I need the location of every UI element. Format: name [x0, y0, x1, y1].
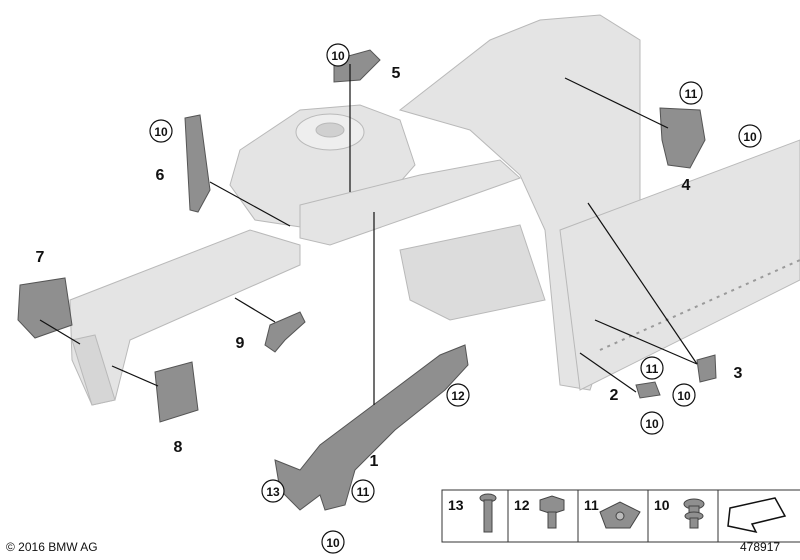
- legend-13: 13: [448, 497, 464, 513]
- legend-12: 12: [514, 497, 530, 513]
- fastener-legend: 13 12 11 10: [441, 489, 800, 543]
- strut-tower-hole: [315, 122, 345, 138]
- part-7-plate: [17, 277, 73, 339]
- part-1-bracket: [274, 344, 469, 511]
- clip-nut-icon: [599, 501, 641, 529]
- svg-text:10: 10: [743, 130, 757, 144]
- svg-text:10: 10: [645, 417, 659, 431]
- callout-4: 4: [682, 177, 691, 194]
- callout-1: 1: [370, 453, 379, 470]
- parts: [17, 49, 717, 511]
- leader-3a: [587, 202, 698, 365]
- floor-area: [399, 224, 546, 321]
- part-8-plate: [154, 361, 199, 423]
- leader-7: [39, 319, 81, 345]
- callout-2: 2: [610, 387, 619, 404]
- part-9-bracket: [264, 311, 306, 353]
- part-6-bracket: [184, 114, 211, 213]
- svg-text:11: 11: [685, 87, 698, 101]
- bubble-part1-right: 12: [446, 383, 470, 407]
- direction-arrow-icon: [727, 497, 787, 534]
- svg-text:11: 11: [357, 485, 370, 499]
- legend-11: 11: [584, 497, 599, 513]
- copyright-text: © 2016 BMW AG: [6, 540, 98, 554]
- svg-text:10: 10: [154, 125, 168, 139]
- bubble-part1-bottom: 10: [321, 530, 345, 554]
- callout-7: 7: [36, 249, 45, 266]
- front-rail-face: [71, 334, 116, 406]
- leader-8: [111, 365, 159, 387]
- leader-lines: [39, 64, 698, 405]
- bubble-part4-right: 10: [738, 124, 762, 148]
- reference-number: 478917: [740, 540, 781, 554]
- legend-10: 10: [654, 497, 670, 513]
- body-structure: [69, 14, 800, 406]
- callout-5: 5: [392, 65, 401, 82]
- callout-8: 8: [174, 439, 183, 456]
- callout-6: 6: [156, 167, 165, 184]
- bolt-icon: [539, 495, 565, 529]
- side-sill: [559, 139, 800, 391]
- svg-text:10: 10: [331, 49, 345, 63]
- bubble-part2-top: 11: [640, 356, 664, 380]
- collar-bolt-icon: [683, 498, 705, 529]
- upper-rail: [299, 159, 521, 246]
- bubble-part2-bottom: 10: [640, 411, 664, 435]
- svg-text:10: 10: [677, 389, 691, 403]
- leader-2: [579, 352, 637, 393]
- svg-text:11: 11: [646, 362, 659, 376]
- leader-9: [234, 297, 276, 323]
- leader-3b: [594, 319, 698, 365]
- callout-9: 9: [236, 335, 245, 352]
- leader-6: [209, 181, 291, 227]
- svg-text:12: 12: [451, 389, 465, 403]
- bubble-part5: 10: [326, 43, 350, 67]
- bubble-part6: 10: [149, 119, 173, 143]
- svg-text:10: 10: [326, 536, 340, 550]
- callout-bubbles: 10 10 11 10 11 10 10 12: [149, 43, 762, 554]
- leader-4: [564, 77, 669, 129]
- part-3-clip: [696, 354, 717, 383]
- bubble-part1-mid: 11: [351, 479, 375, 503]
- callout-3: 3: [734, 365, 743, 382]
- part-2-clip: [635, 381, 661, 399]
- front-rail-left: [69, 229, 301, 406]
- callouts: 1 2 3 4 5 6 7 8 9: [36, 65, 743, 470]
- bubble-part1-left: 13: [261, 479, 285, 503]
- bubble-part4-top: 11: [679, 81, 703, 105]
- part-4-bracket: [659, 107, 706, 169]
- bubble-part3: 10: [672, 383, 696, 407]
- screw-icon: [479, 493, 497, 533]
- svg-text:13: 13: [266, 485, 280, 499]
